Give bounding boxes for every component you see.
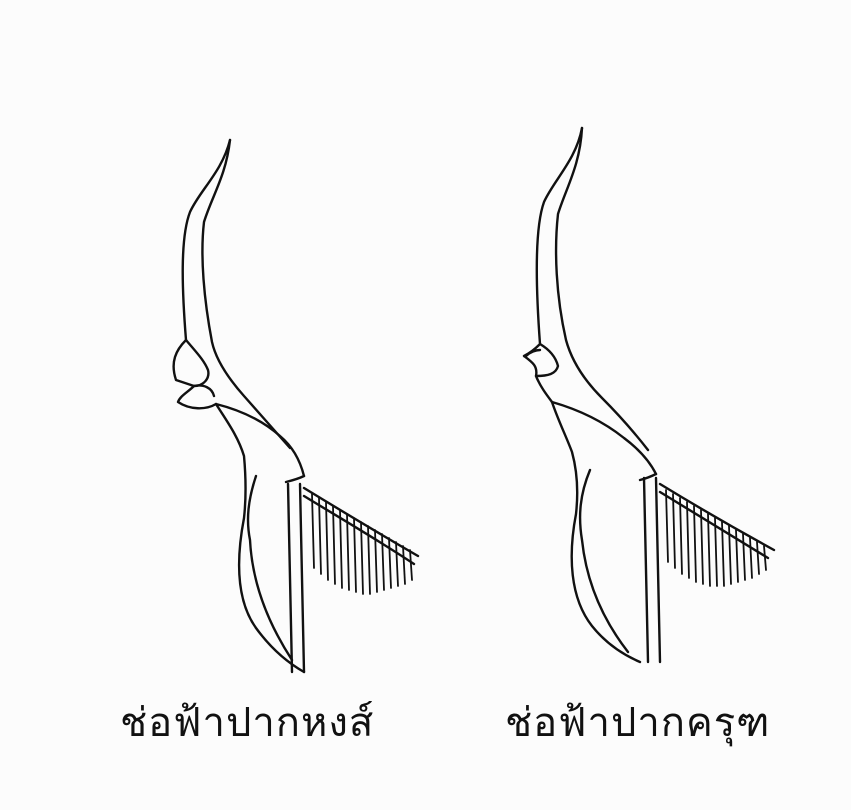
left-beak	[186, 340, 208, 386]
caption-garuda-beak: ช่อฟ้าปากครุฑ	[505, 690, 770, 754]
right-inner-contour	[556, 128, 648, 450]
right-collar	[640, 474, 656, 480]
left-outer-contour	[174, 140, 304, 672]
right-fringe-top2	[660, 492, 768, 558]
left-belly-inner	[248, 476, 292, 660]
right-beak-hook	[526, 350, 540, 356]
right-fringe-top	[660, 484, 774, 550]
right-beak	[536, 344, 558, 376]
left-post-right	[300, 484, 304, 672]
left-post-left	[288, 484, 292, 672]
left-collar	[286, 476, 304, 482]
chofa-garuda-beak-drawing	[524, 128, 774, 662]
right-post-left	[644, 478, 648, 662]
chofa-hamsa-beak-drawing	[174, 140, 418, 672]
caption-hamsa-beak: ช่อฟ้าปากหงส์	[120, 690, 374, 754]
right-belly-inner	[580, 470, 628, 652]
right-post-right	[656, 478, 660, 662]
right-outer-contour	[524, 128, 640, 662]
left-inner-contour	[202, 140, 290, 448]
left-beak-lower	[194, 385, 214, 396]
